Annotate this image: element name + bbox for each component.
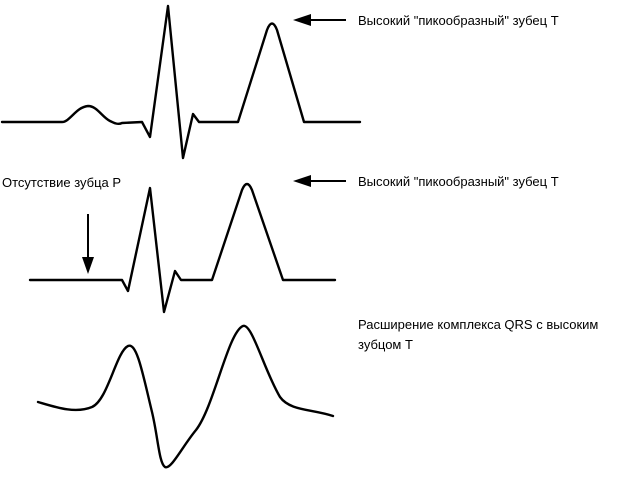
ecg-trace-2: [28, 182, 337, 314]
annotation-wide-qrs-tall-t: Расширение комплекса QRS с высоким зубцо…: [358, 317, 599, 352]
left-arrow-icon-1: [293, 14, 346, 26]
annotation-absent-p-wave: Отсутствие зубца P: [2, 175, 122, 190]
annotation-tall-peaked-t-2: Высокий "пикообразный" зубец Т: [358, 174, 559, 189]
ecg-trace-3: [36, 324, 335, 469]
ecg-trace-1: [0, 4, 362, 160]
left-arrow-icon-2: [293, 175, 346, 187]
down-arrow-icon: [82, 214, 94, 274]
annotation-tall-peaked-t-1: Высокий "пикообразный" зубец Т: [358, 13, 559, 28]
